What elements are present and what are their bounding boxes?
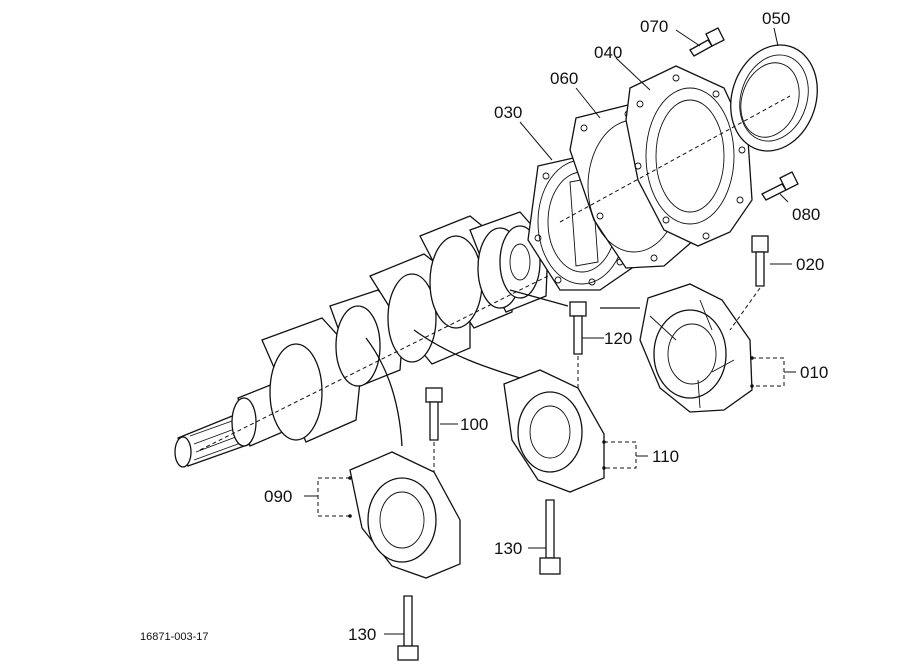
callout-030: 030	[494, 103, 522, 122]
main-bearing-case-010	[639, 283, 753, 413]
callout-130-lower: 130	[348, 625, 376, 644]
oil-seal-050	[730, 44, 818, 152]
bolt-100	[425, 387, 443, 492]
bolt-120	[569, 301, 587, 392]
bolt-080	[761, 171, 799, 201]
crankshaft	[174, 211, 561, 468]
callout-120: 120	[604, 329, 632, 348]
bolt-020	[729, 235, 769, 331]
figure-number: 16871-003-17	[140, 631, 209, 643]
main-bearing-case-090	[349, 451, 461, 579]
leader-lines	[304, 27, 796, 635]
callout-060: 060	[550, 69, 578, 88]
main-bearing-case-110	[503, 369, 605, 493]
callout-040: 040	[594, 43, 622, 62]
callout-130-upper: 130	[494, 539, 522, 558]
oil-seal-case-040	[625, 65, 753, 247]
bolt-130-lower	[397, 595, 419, 661]
callout-110: 110	[652, 447, 679, 466]
bolt-130-upper	[539, 499, 561, 575]
bolt-070	[689, 27, 725, 57]
callout-050: 050	[762, 9, 790, 28]
callout-080: 080	[792, 205, 820, 224]
callout-010: 010	[800, 363, 828, 382]
callout-070: 070	[640, 17, 668, 36]
callout-020: 020	[796, 255, 824, 274]
callout-090: 090	[264, 487, 292, 506]
callout-100: 100	[460, 415, 488, 434]
